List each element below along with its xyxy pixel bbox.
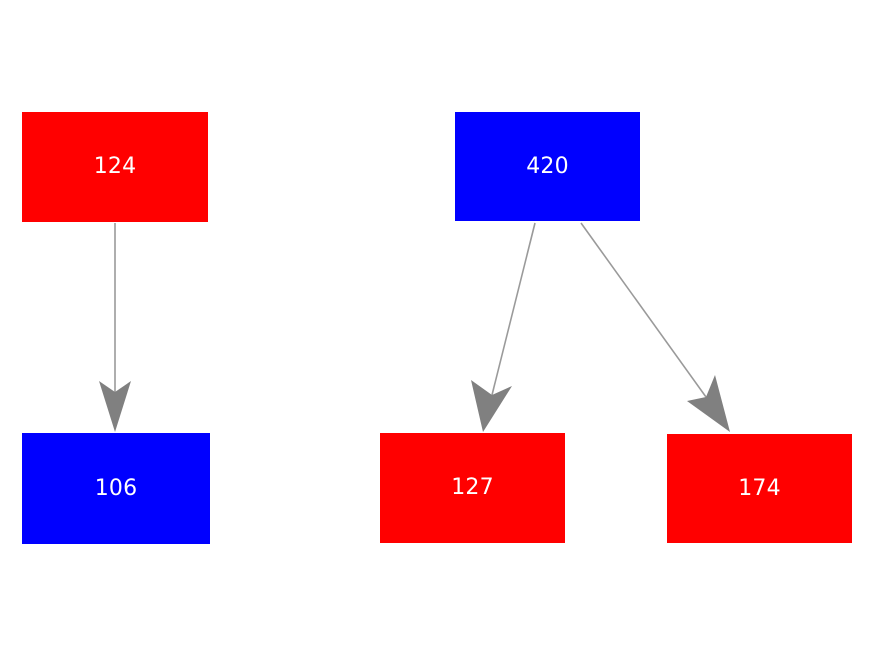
edge-420-to-174 <box>580 222 730 432</box>
edge-arrowhead <box>99 381 131 432</box>
edge-420-to-127 <box>471 222 536 432</box>
node-label: 124 <box>93 154 137 179</box>
edge-line <box>580 222 707 398</box>
edge-124-to-106 <box>99 223 131 432</box>
node-label: 420 <box>526 153 569 179</box>
edge-arrowhead <box>471 380 512 432</box>
edge-arrowhead <box>687 375 730 432</box>
node-label: 174 <box>738 475 781 501</box>
graph-node-106[interactable]: 106 <box>22 433 210 544</box>
edge-line <box>491 222 536 396</box>
graph-node-420[interactable]: 420 <box>455 112 640 221</box>
graph-node-174[interactable]: 174 <box>667 434 852 543</box>
node-label: 127 <box>451 475 494 500</box>
graph-node-127[interactable]: 127 <box>380 433 565 543</box>
node-label: 106 <box>94 475 138 501</box>
graph-node-124[interactable]: 124 <box>22 112 208 222</box>
